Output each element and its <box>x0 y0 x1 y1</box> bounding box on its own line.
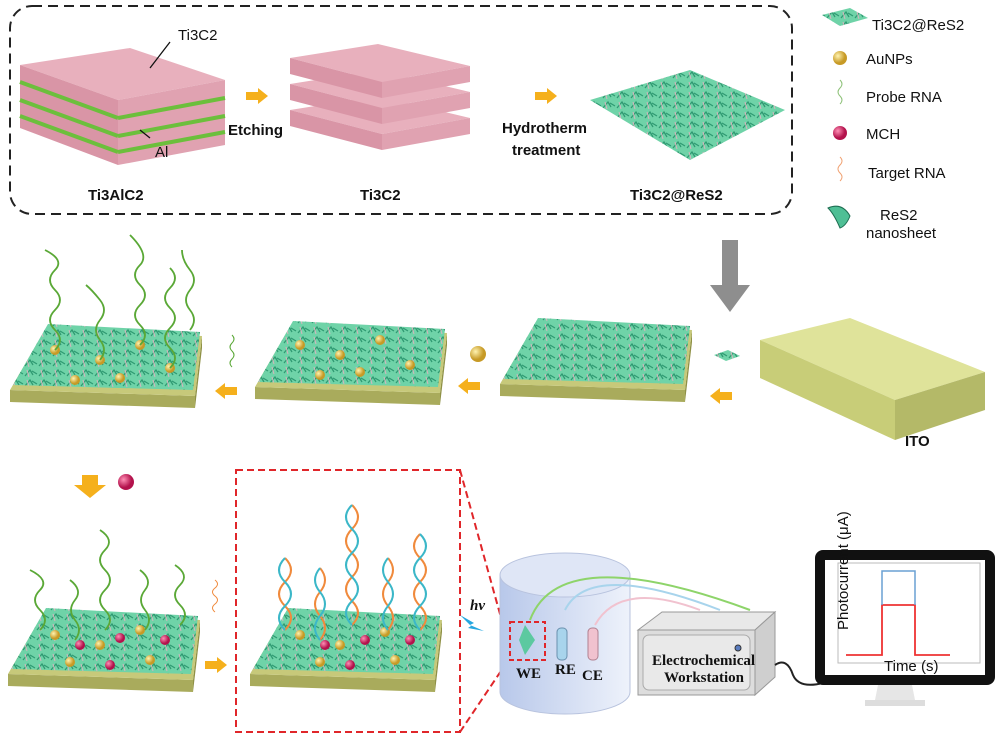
mch-icon <box>118 474 134 490</box>
legend-label: AuNPs <box>866 51 913 68</box>
re-label: RE <box>555 662 576 678</box>
ito-label: ITO <box>905 433 930 450</box>
workstation-label: Workstation <box>664 670 745 686</box>
arrow-left-icon <box>215 383 237 399</box>
electrode-mch <box>8 529 200 692</box>
legend-label: Probe RNA <box>866 89 942 106</box>
arrow-down-icon <box>710 240 750 312</box>
electrode-hybridized <box>250 504 442 692</box>
x-axis-label: Time (s) <box>884 658 938 675</box>
probe-rna-icon <box>229 334 235 368</box>
ti3c2-plates <box>290 44 470 150</box>
workstation-label: Electrochemical <box>652 653 755 669</box>
arrow-right-icon <box>535 88 557 104</box>
mch-icon <box>833 126 847 140</box>
gold-nanoparticle-icon <box>833 51 847 65</box>
composite-sheet-icon <box>714 350 740 361</box>
probe-rna-icon <box>837 79 843 105</box>
zoom-line <box>459 664 506 733</box>
electrode-probe-rna <box>10 234 202 408</box>
etching-label: Etching <box>228 122 283 139</box>
ito-substrate <box>760 318 985 440</box>
y-axis-label: Photocurrent (μA) <box>835 511 852 630</box>
legend-label: Target RNA <box>868 165 946 182</box>
we-label: WE <box>516 666 541 682</box>
arrow-left-icon <box>710 388 732 404</box>
arrow-left-icon <box>458 378 480 394</box>
dashed-border <box>9 5 793 215</box>
hydrotherm-label: Hydrotherm <box>502 120 587 137</box>
synthesis-panel: Ti3C2 Al Ti3AlC2 Etching Ti3C2 Hydrother… <box>9 5 793 215</box>
legend-label: ReS2 <box>880 207 918 224</box>
res2-nanosheet-icon <box>827 205 851 229</box>
arrow-right-icon <box>205 657 227 673</box>
electrochemical-workstation <box>636 610 824 697</box>
arrow-right-icon <box>246 88 268 104</box>
ce-label: CE <box>582 668 603 684</box>
gold-nanoparticle-icon <box>470 346 486 362</box>
al-layer-label: Al <box>155 144 168 161</box>
zoom-frame <box>235 469 461 733</box>
ti3alc2-stack <box>19 41 226 165</box>
electrode-aunps <box>255 321 447 405</box>
electrode-ti3c2-res2 <box>500 318 692 402</box>
ti3c2-res2-sheet <box>590 70 785 160</box>
target-rna-icon <box>212 579 218 613</box>
legend-label: MCH <box>866 126 900 143</box>
monitor <box>815 550 995 706</box>
legend-label: Ti3C2@ReS2 <box>872 17 964 34</box>
target-rna-icon <box>837 156 843 182</box>
ti3c2-layer-label: Ti3C2 <box>178 27 217 44</box>
arrow-down-icon <box>74 475 106 498</box>
ti3c2-label: Ti3C2 <box>360 187 401 204</box>
photocurrent-trace-high <box>881 570 916 605</box>
ti3alc2-label: Ti3AlC2 <box>88 187 144 204</box>
legend-label: nanosheet <box>866 225 937 242</box>
electrochemical-cell <box>499 552 751 715</box>
photocurrent-trace-low <box>846 604 950 656</box>
composite-sheet-icon <box>822 8 868 26</box>
light-bolt-icon <box>460 615 484 631</box>
treatment-label: treatment <box>512 142 580 159</box>
legend: Ti3C2@ReS2 AuNPs Probe RNA MCH Target RN… <box>822 8 964 242</box>
hv-label: hv <box>470 598 485 614</box>
product-label: Ti3C2@ReS2 <box>630 187 723 204</box>
